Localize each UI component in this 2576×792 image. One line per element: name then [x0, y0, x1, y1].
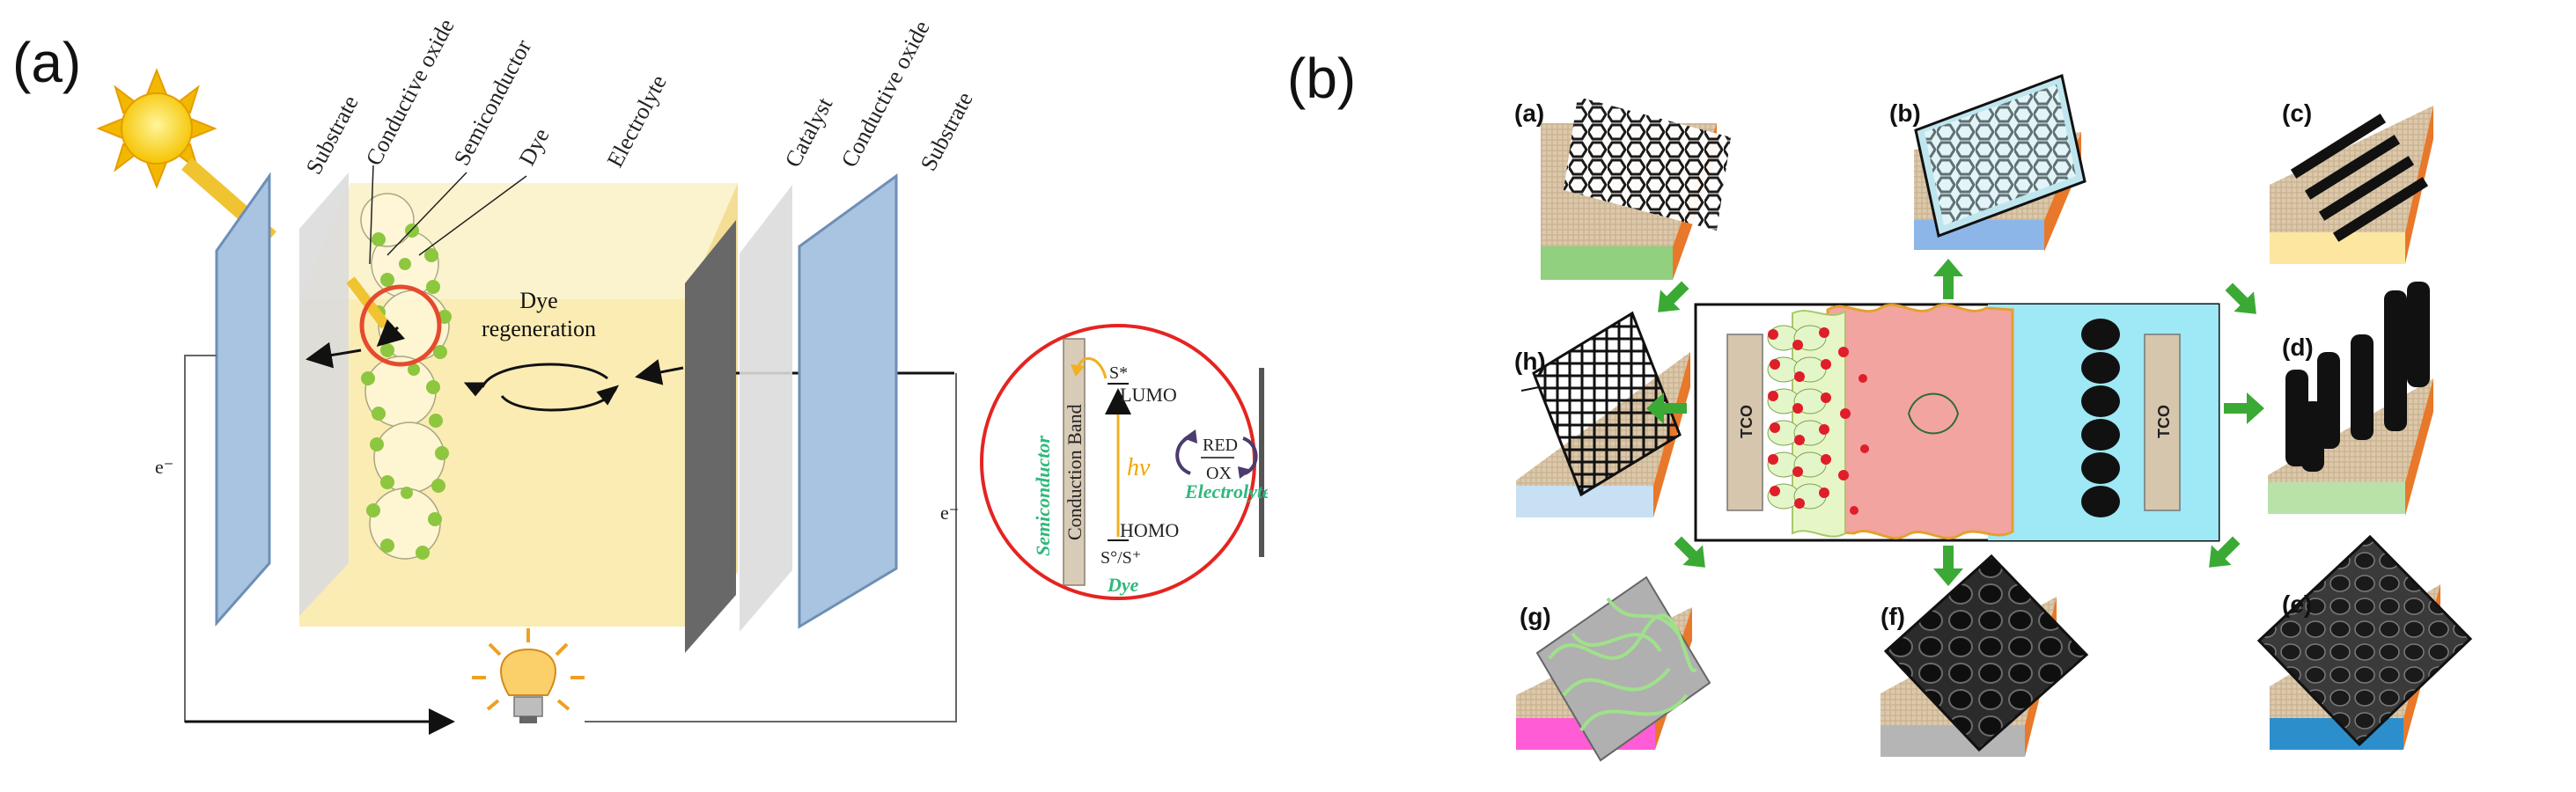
label-substrate-left: Substrate — [301, 92, 364, 179]
green-arrows — [1646, 259, 2264, 586]
catalyst-layer — [685, 220, 736, 653]
inset-lumo: LUMO — [1120, 384, 1177, 406]
label-catalyst: Catalyst — [780, 92, 838, 172]
inset-conduction-band: Conduction Band — [1064, 404, 1086, 540]
tco-label-left: TCO — [1738, 405, 1755, 438]
label-electrolyte: Electrolyte — [602, 70, 672, 171]
substrate-h — [1516, 311, 1690, 517]
left-substrate — [215, 172, 271, 627]
inset-s-star: S* — [1109, 363, 1128, 383]
substrate-f — [1880, 554, 2089, 757]
label-substrate-right: Substrate — [916, 88, 978, 175]
dye-regeneration-cycle — [463, 363, 620, 412]
substrate-b — [1914, 73, 2087, 252]
panel-b-diagram: TCO TCO (a) (b) (c) (d) (e) (f) (g) (h) — [1514, 73, 2473, 762]
inset-semiconductor: Semiconductor — [1032, 436, 1054, 556]
light-bulb-icon — [472, 628, 585, 723]
electron-label-left: e⁻ — [155, 456, 173, 478]
inset-red: RED — [1203, 436, 1238, 455]
inset-hv: hv — [1127, 454, 1151, 481]
left-conductive-oxide — [299, 172, 349, 616]
dye-regeneration-line1: Dye — [519, 288, 557, 313]
label-conductive-oxide-right: Conductive oxide — [836, 17, 935, 172]
right-conductive-oxide — [740, 185, 792, 632]
inset-ox: OX — [1206, 464, 1232, 483]
panel-a-label: (a) — [12, 31, 82, 94]
dye-regeneration-line2: regeneration — [482, 316, 596, 341]
inset-electrolyte: Electrolyte — [1184, 480, 1268, 502]
substrate-g — [1516, 576, 1711, 762]
panel-b-label: (b) — [1287, 47, 1357, 110]
sub-label-a: (a) — [1514, 99, 1544, 127]
sub-label-g: (g) — [1520, 603, 1551, 630]
substrate-d — [2268, 282, 2433, 516]
focus-circle — [359, 284, 442, 367]
sub-label-h: (h) — [1514, 348, 1546, 375]
sub-label-d: (d) — [2282, 334, 2314, 361]
inset-s-plus: S°/S⁺ — [1100, 548, 1141, 568]
sub-label-c: (c) — [2282, 99, 2312, 127]
inset-homo: HOMO — [1120, 519, 1179, 541]
electron-label-right: e⁻ — [940, 502, 959, 524]
sub-label-f: (f) — [1880, 603, 1905, 630]
sub-label-e: (e) — [2282, 590, 2312, 618]
right-substrate — [798, 173, 898, 629]
center-dssc-cell — [1694, 303, 2220, 542]
sub-label-b: (b) — [1889, 99, 1921, 127]
panel-a-diagram: Dye regeneration Substrate Conductive ox… — [96, 15, 1268, 735]
sun-icon — [96, 68, 217, 189]
label-dye: Dye — [514, 124, 555, 170]
substrate-c — [2270, 106, 2433, 264]
substrate-a — [1541, 97, 1731, 280]
substrate-e — [2256, 534, 2473, 750]
energy-level-inset — [980, 324, 1264, 600]
tco-label-right: TCO — [2155, 405, 2173, 438]
inset-dye: Dye — [1107, 574, 1139, 596]
label-conductive-oxide-left: Conductive oxide — [361, 15, 460, 170]
